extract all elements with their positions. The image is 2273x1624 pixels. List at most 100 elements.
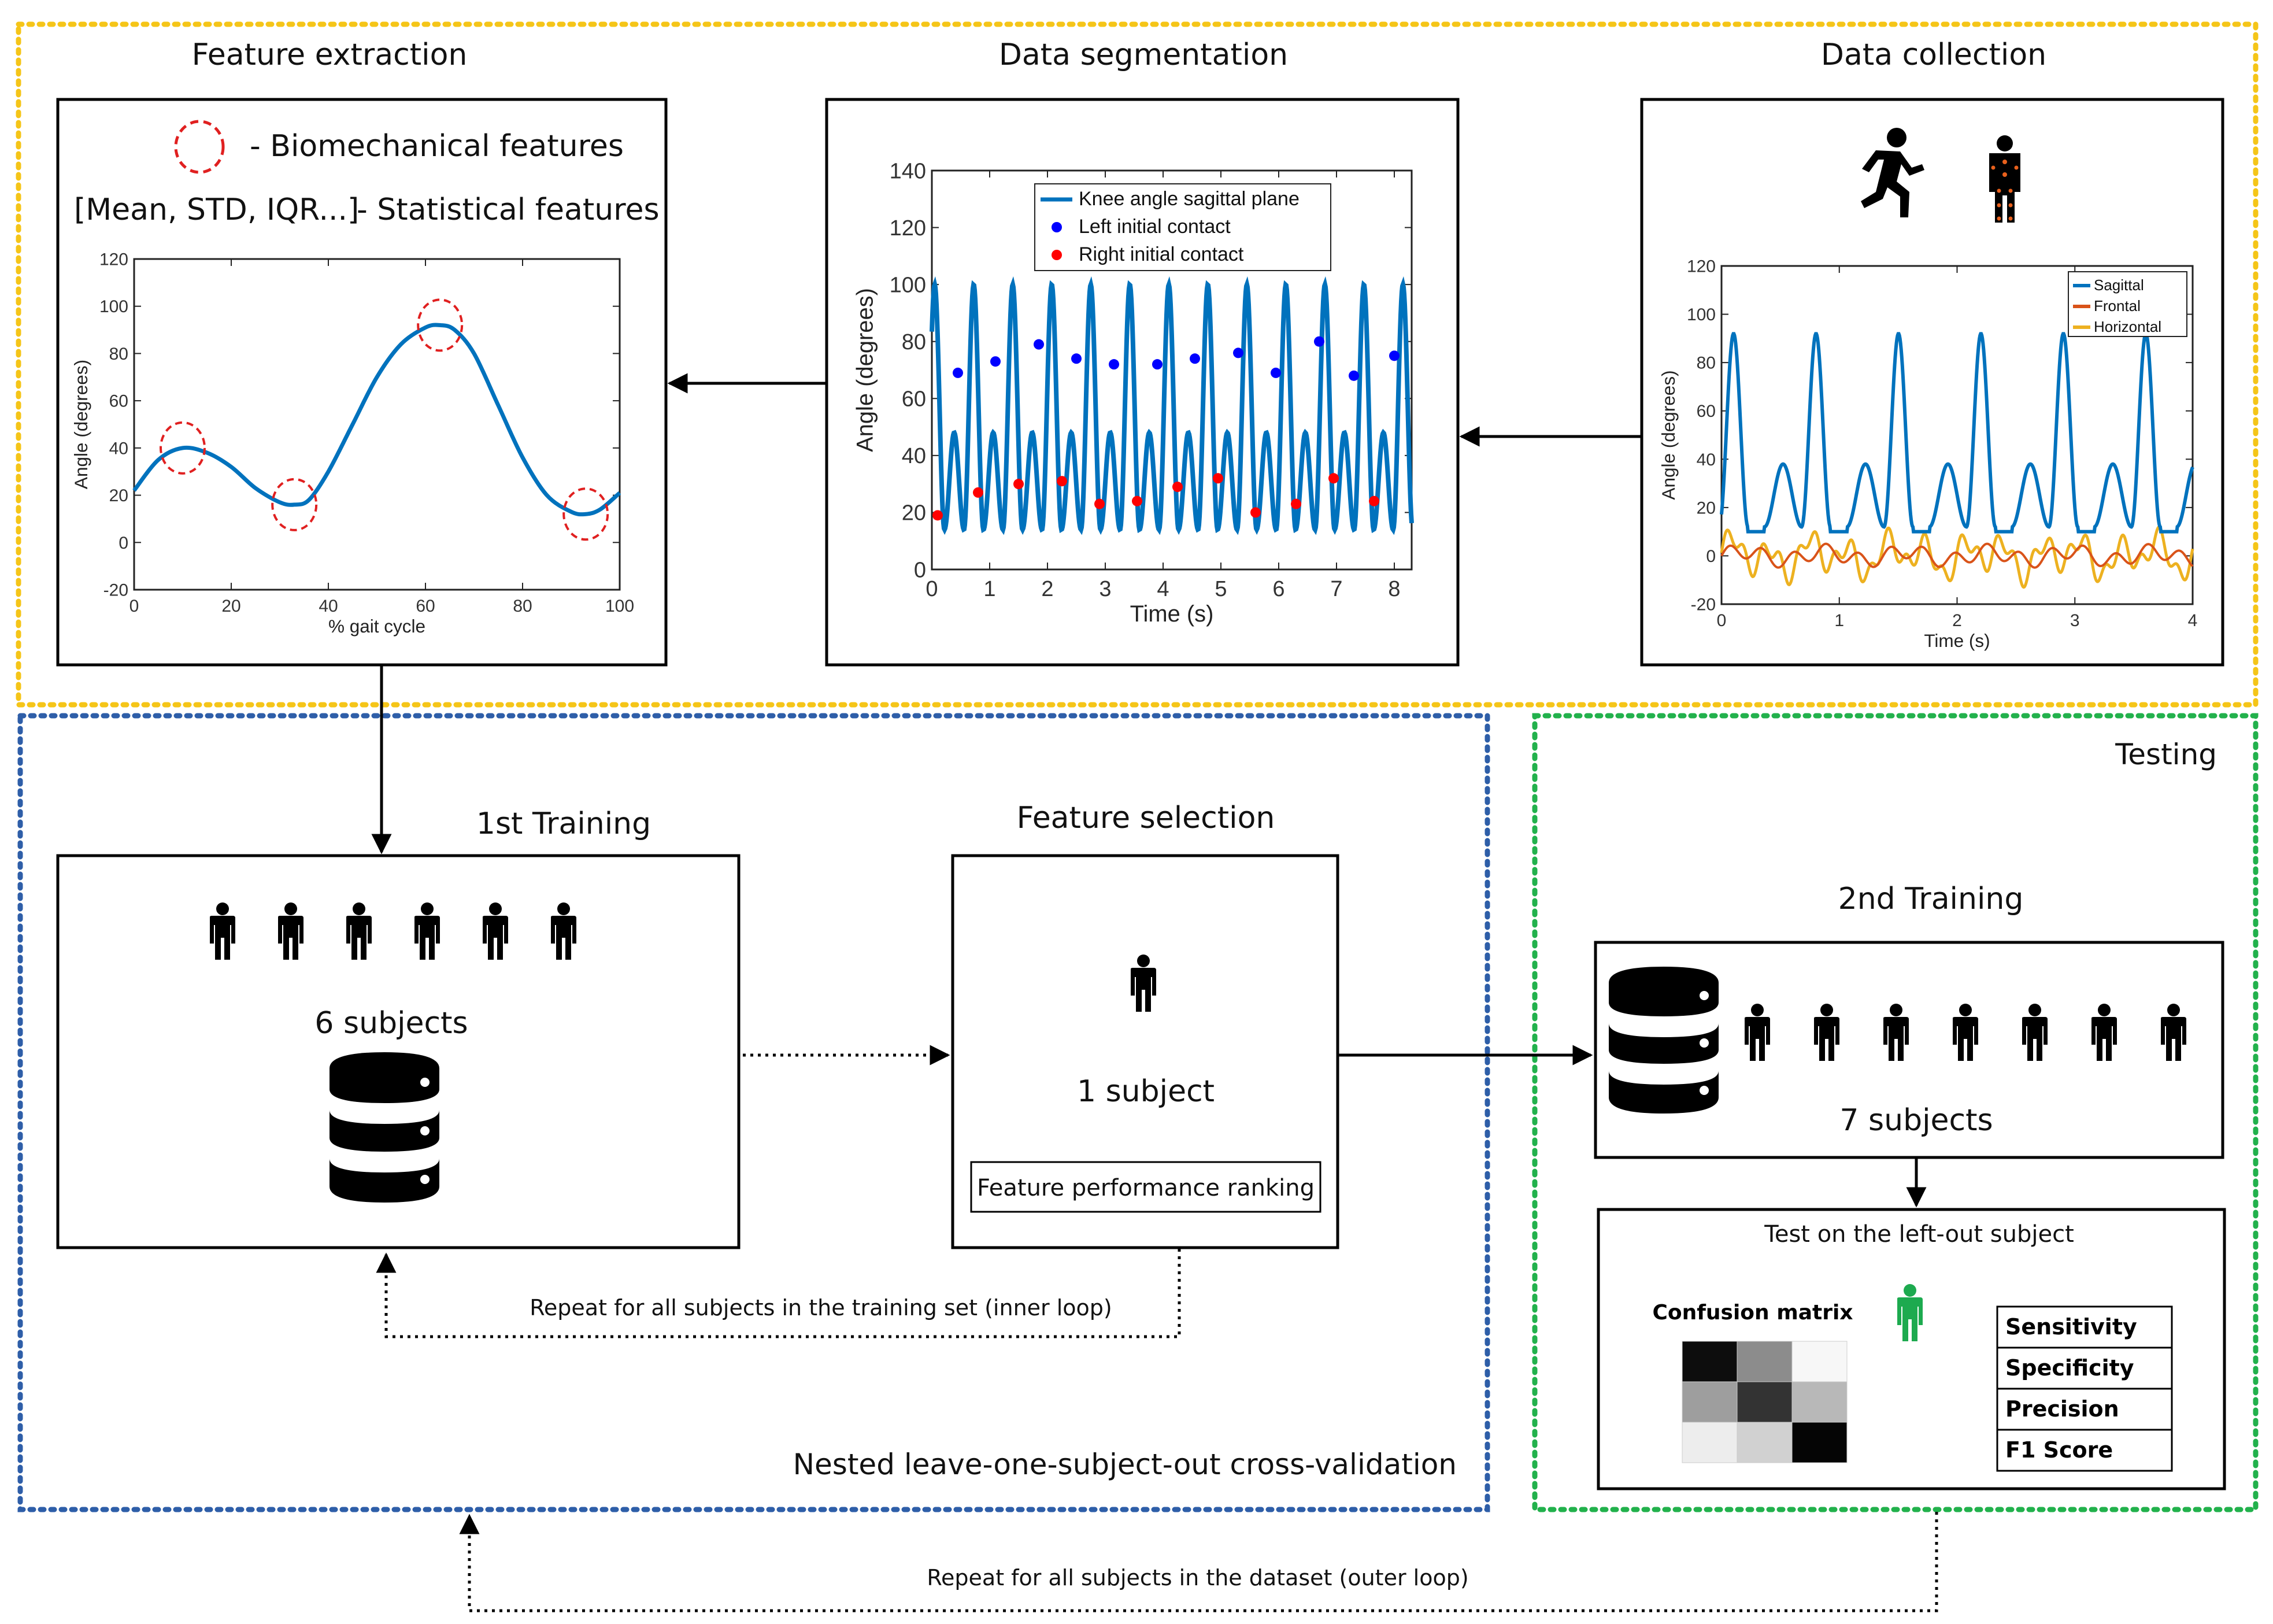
x-tick-label: 60: [416, 597, 435, 616]
biomechanical-feature-marker: [160, 421, 206, 475]
metric-row: [1996, 1429, 2173, 1472]
y-tick-label: -20: [1691, 595, 1716, 615]
right-contact-point: [1369, 495, 1379, 506]
legend-entry: Frontal: [2094, 297, 2141, 315]
data-processing-frame: [16, 21, 2259, 708]
confusion-cell: [1791, 1341, 1848, 1382]
x-tick-label: 2: [1041, 577, 1053, 601]
x-tick-label: 2: [1952, 611, 1962, 630]
second-training-database-icon: [1609, 967, 1719, 1114]
second-training-subjects-label: 7 subjects: [1839, 1103, 1993, 1138]
statistical-legend-text: - Statistical features: [357, 193, 660, 227]
y-tick-label: 20: [902, 501, 926, 526]
x-tick-label: 80: [513, 597, 532, 616]
metric-label: Sensitivity: [2005, 1314, 2137, 1340]
nested-cv-label: Nested leave-one-subject-out cross-valid…: [793, 1448, 1457, 1481]
left-contact-point: [1233, 347, 1243, 358]
y-axis-label: Angle (degrees): [71, 360, 91, 489]
inner-loop-arrow: [376, 1249, 1181, 1338]
left-contact-point: [990, 356, 1001, 367]
left-contact-point: [1314, 336, 1324, 347]
outer-loop-arrow: [459, 1512, 1938, 1612]
confusion-cell: [1791, 1381, 1848, 1423]
x-axis-label: Time (s): [1924, 630, 1990, 651]
running-person-icon: [1861, 128, 1924, 217]
left-contact-point: [1271, 367, 1281, 378]
plot-area: [133, 258, 621, 591]
x-axis-label: Time (s): [1130, 601, 1214, 627]
y-tick-label: 60: [1697, 402, 1716, 421]
metric-row: [1996, 1305, 2173, 1349]
confusion-cell: [1682, 1381, 1738, 1423]
feature-extraction-title: Feature extraction: [192, 38, 468, 72]
confusion-cell: [1737, 1341, 1793, 1382]
right-contact-point: [1013, 479, 1024, 490]
body-sensors-icon: [1989, 135, 2020, 223]
x-tick-label: 0: [926, 577, 938, 601]
left-contact-point: [1152, 359, 1163, 370]
x-tick-label: 0: [1717, 611, 1727, 630]
database-icon: [330, 1052, 439, 1203]
horizontal-line: [1720, 525, 2194, 589]
y-tick-label: 100: [1687, 305, 1716, 324]
inner-loop-label: Repeat for all subjects in the training …: [530, 1295, 1112, 1320]
confusion-cell: [1682, 1341, 1738, 1382]
x-tick-label: 40: [319, 597, 338, 616]
gait-curve-line: [132, 323, 621, 517]
frontal-line: [1720, 542, 2194, 569]
y-tick-label: 20: [1697, 498, 1716, 517]
right-contact-point: [1250, 507, 1261, 518]
test-title: Test on the left-out subject: [1764, 1221, 2074, 1248]
x-tick-label: 5: [1215, 577, 1227, 601]
data-segmentation-title: Data segmentation: [999, 38, 1288, 72]
y-tick-label: -20: [103, 581, 128, 600]
x-tick-label: 6: [1272, 577, 1284, 601]
left-contact-point: [1349, 370, 1359, 381]
feature-selection-title: Feature selection: [1017, 801, 1275, 835]
x-tick-label: 4: [2188, 611, 2198, 630]
left-contact-point: [1034, 339, 1044, 350]
x-tick-label: 1: [1834, 611, 1844, 630]
y-tick-label: 120: [99, 250, 128, 269]
data-collection-title: Data collection: [1821, 38, 2046, 72]
first-training-subjects-label: 6 subjects: [314, 1006, 468, 1041]
x-tick-label: 0: [129, 597, 139, 616]
biomechanical-feature-marker: [417, 298, 464, 352]
x-tick-label: 3: [1099, 577, 1111, 601]
x-tick-label: 100: [605, 597, 634, 616]
y-tick-label: 100: [890, 273, 926, 297]
y-tick-label: 80: [1697, 354, 1716, 373]
y-tick-label: 40: [902, 444, 926, 468]
right-contact-point: [932, 510, 943, 521]
right-contact-point: [1172, 482, 1183, 493]
statistical-legend-code: [Mean, STD, IQR...]: [74, 193, 359, 227]
x-axis-label: % gait cycle: [328, 616, 425, 637]
confusion-cell: [1682, 1422, 1738, 1463]
legend-entry: Sagittal: [2094, 276, 2144, 294]
y-tick-label: 80: [902, 330, 926, 354]
legend-dot-swatch: [1052, 222, 1062, 232]
biomechanical-feature-marker-icon: [174, 120, 225, 174]
confusion-matrix: [1682, 1341, 1848, 1463]
biomechanical-feature-marker: [562, 487, 609, 541]
x-tick-label: 3: [2070, 611, 2080, 630]
y-tick-label: 60: [109, 392, 128, 411]
first-training-title: 1st Training: [476, 807, 651, 841]
y-tick-label: 40: [109, 439, 128, 458]
y-tick-label: 60: [902, 387, 926, 412]
right-contact-point: [1094, 498, 1105, 509]
legend-entry: Left initial contact: [1079, 216, 1231, 238]
y-axis-label: Angle (degrees): [852, 288, 878, 452]
y-tick-label: 40: [1697, 450, 1716, 469]
confusion-cell: [1737, 1422, 1793, 1463]
metric-label: Precision: [2005, 1396, 2119, 1422]
right-contact-point: [1213, 473, 1223, 484]
nested-cv-frame: [17, 713, 1490, 1512]
legend-dot-swatch: [1052, 250, 1062, 260]
